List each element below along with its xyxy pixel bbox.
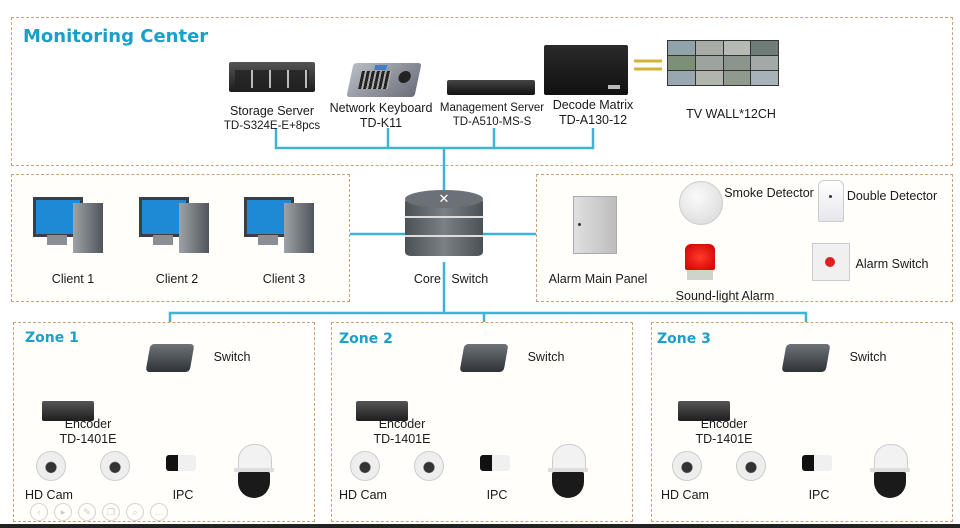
ipc-bullet-camera-icon [802,455,832,471]
ipc-label: IPC [808,488,830,502]
zone-title: Zone 2 [339,331,393,347]
monitoring-center-panel [11,17,953,166]
viewer-toolbar: ‹ ▸ ✎ ❐ ⌕ … [30,503,168,521]
sound-light-alarm-label: Sound-light Alarm [675,289,775,303]
monitoring-center-title: Monitoring Center [23,26,209,47]
zone-title: Zone 1 [25,330,79,346]
decode-matrix-label: Decode Matrix [552,98,634,112]
tv-wall-icon [667,40,779,86]
storage-server-label: Storage Server [229,104,315,118]
switch-label: Switch [213,350,251,364]
back-icon[interactable]: ‹ [30,503,48,521]
switch-label: Switch [527,350,565,364]
hd-cam-icon [100,451,130,481]
search-icon[interactable]: ⌕ [126,503,144,521]
hd-cam-icon [736,451,766,481]
encoder-label: Encoder [700,417,748,431]
tv-wall-label: TV WALL*12CH [686,107,776,121]
alarm-main-panel-label: Alarm Main Panel [548,272,648,286]
hd-cam-icon [672,451,702,481]
encoder-model: TD-1401E [373,432,431,446]
ptz-dome-camera-icon [234,444,274,498]
decode-matrix-icon [544,45,628,95]
more-icon[interactable]: … [150,503,168,521]
client-computer-icon [33,195,113,253]
switch-icon [459,344,509,372]
ptz-dome-camera-icon [548,444,588,498]
encoder-icon [678,401,730,421]
switch-icon [781,344,831,372]
wire-storage [274,128,494,150]
play-icon[interactable]: ▸ [54,503,72,521]
bottom-bar [0,524,960,528]
management-server-label: Management Server [439,102,545,114]
alarm-switch-button[interactable] [812,243,850,281]
storage-server-icon [229,62,315,92]
client-computer-icon [139,195,219,253]
hd-cam-icon [350,451,380,481]
switch-icon [145,344,195,372]
decode-matrix-model: TD-A130-12 [558,113,628,127]
core-switch-icon: ✕ [405,190,483,262]
client-label: Client 1 [51,272,95,286]
ipc-bullet-camera-icon [480,455,510,471]
ipc-label: IPC [172,488,194,502]
hd-cam-label: HD Cam [25,488,73,502]
ipc-bullet-camera-icon [166,455,196,471]
network-keyboard-label: Network Keyboard [329,101,433,115]
network-keyboard-model: TD-K11 [359,116,403,130]
encoder-label: Encoder [64,417,112,431]
wire-mgmt [492,128,595,150]
encoder-icon [356,401,408,421]
hd-cam-icon [36,451,66,481]
encoder-model: TD-1401E [59,432,117,446]
client-label: Client 3 [262,272,306,286]
ipc-label: IPC [486,488,508,502]
encoder-icon [42,401,94,421]
edit-icon[interactable]: ✎ [78,503,96,521]
smoke-detector-icon [679,181,723,225]
hd-cam-label: HD Cam [661,488,709,502]
alarm-main-panel-icon [573,196,617,254]
smoke-detector-label: Smoke Detector [724,186,814,200]
core-switch-label: Core Switch [413,272,489,286]
client-computer-icon [244,195,324,253]
hd-cam-label: HD Cam [339,488,387,502]
ptz-dome-camera-icon [870,444,910,498]
double-detector-icon [818,180,844,222]
management-server-model: TD-A510-MS-S [452,116,532,128]
encoder-model: TD-1401E [695,432,753,446]
encoder-label: Encoder [378,417,426,431]
alarm-switch-label: Alarm Switch [855,257,929,271]
client-label: Client 2 [155,272,199,286]
double-detector-label: Double Detector [846,189,938,203]
sound-light-alarm-icon [685,244,715,282]
storage-server-model: TD-S324E-E+8pcs [223,120,321,132]
copy-icon[interactable]: ❐ [102,503,120,521]
network-keyboard-icon [346,63,422,97]
zone-title: Zone 3 [657,331,711,347]
switch-label: Switch [849,350,887,364]
management-server-icon [447,80,535,95]
hd-cam-icon [414,451,444,481]
